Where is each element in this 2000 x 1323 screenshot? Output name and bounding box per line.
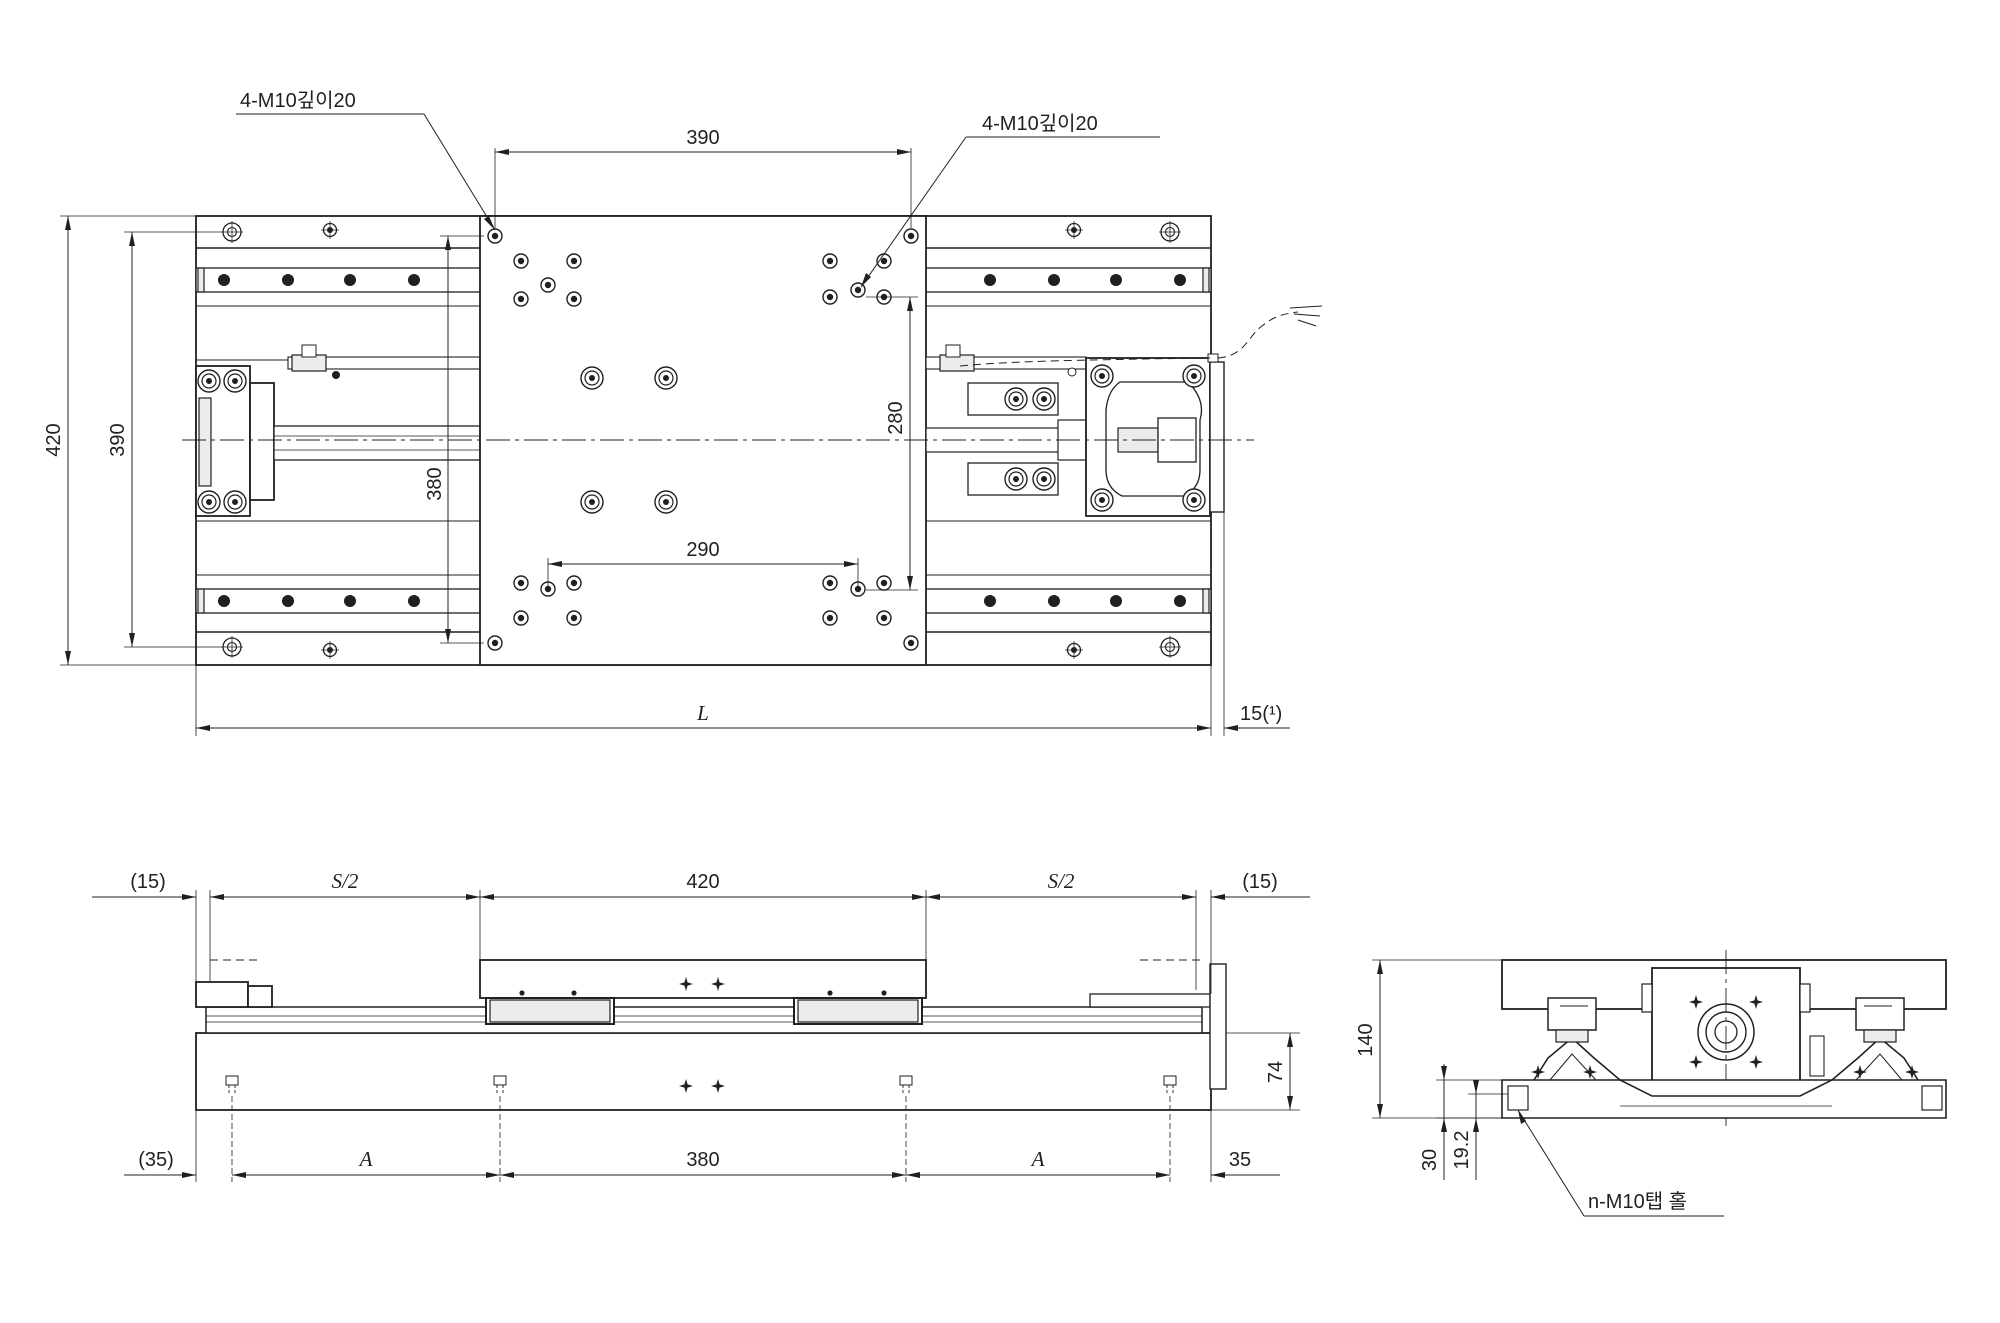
dim-label-15-right: (15): [1242, 871, 1278, 893]
side-guide-left: [1547, 997, 1597, 1079]
dim-front-bottom: (35) A 380 A 35: [124, 1096, 1280, 1182]
front-rail: [205, 1006, 1203, 1034]
dim-label-a-left: A: [358, 1147, 373, 1171]
tap-callout: n-M10탭 홀: [1517, 1109, 1724, 1217]
dim-label-s2-left: S/2: [332, 869, 359, 893]
side-base-profile: [1501, 1079, 1947, 1119]
dim-74: 74: [1211, 1032, 1300, 1111]
top-view: 390 420 390 380: [43, 89, 1323, 736]
cable: [1217, 311, 1299, 359]
right-motor-housing: [1085, 353, 1225, 517]
dim-label-380: 380: [424, 467, 446, 500]
front-carriage: [479, 959, 927, 1025]
dim-L: L 15(¹): [195, 512, 1290, 736]
dim-19-2: 19.2: [1451, 1080, 1508, 1180]
tap-callout-text: n-M10탭 홀: [1588, 1190, 1687, 1213]
dim-390-left: 390: [107, 231, 222, 648]
dim-label-a-right: A: [1030, 1147, 1045, 1171]
side-guide-right: [1853, 997, 1905, 1079]
dim-label-290: 290: [686, 539, 719, 561]
dim-label-19-2: 19.2: [1451, 1131, 1473, 1170]
dim-390-top: 390: [494, 127, 912, 228]
carriage-table: [479, 215, 927, 666]
dim-front-top: (15) S/2 420 S/2 (15): [92, 869, 1310, 994]
dim-280: 280: [866, 296, 918, 591]
dim-label-35-left: (35): [138, 1149, 174, 1171]
dim-label-420: 420: [686, 871, 719, 893]
front-view: (15) S/2 420 S/2 (15) (35) A: [92, 869, 1310, 1182]
callout-left: 4-M10깊이20: [236, 89, 496, 231]
dim-label-140: 140: [1355, 1023, 1377, 1056]
dim-290: 290: [547, 539, 859, 590]
dim-label-35-right: 35: [1229, 1149, 1251, 1171]
dim-label-15-left: (15): [130, 871, 166, 893]
front-base: [195, 1032, 1212, 1111]
dim-label-L: L: [696, 701, 709, 725]
dim-label-280: 280: [885, 401, 907, 434]
callout-right-text: 4-M10깊이20: [982, 112, 1098, 135]
dim-label-30: 30: [1419, 1149, 1441, 1171]
dim-380: 380: [424, 235, 484, 644]
dim-label-15-note: 15(¹): [1240, 703, 1282, 725]
callout-left-text: 4-M10깊이20: [240, 89, 356, 112]
dim-label-380-front: 380: [686, 1149, 719, 1171]
dim-label-420-left: 420: [43, 423, 65, 456]
side-view: 140 30 19.2 n-M10탭 홀: [1355, 950, 1947, 1217]
callout-right: 4-M10깊이20: [860, 112, 1160, 288]
left-sensor: [287, 344, 481, 379]
left-end-block: [195, 365, 481, 517]
dim-420-left: 420: [43, 215, 196, 666]
dim-label-s2-right: S/2: [1048, 869, 1075, 893]
dim-label-74: 74: [1265, 1061, 1287, 1083]
dim-label-390-left: 390: [107, 423, 129, 456]
dim-30: 30: [1419, 1064, 1502, 1180]
dim-label-390-top: 390: [686, 127, 719, 149]
